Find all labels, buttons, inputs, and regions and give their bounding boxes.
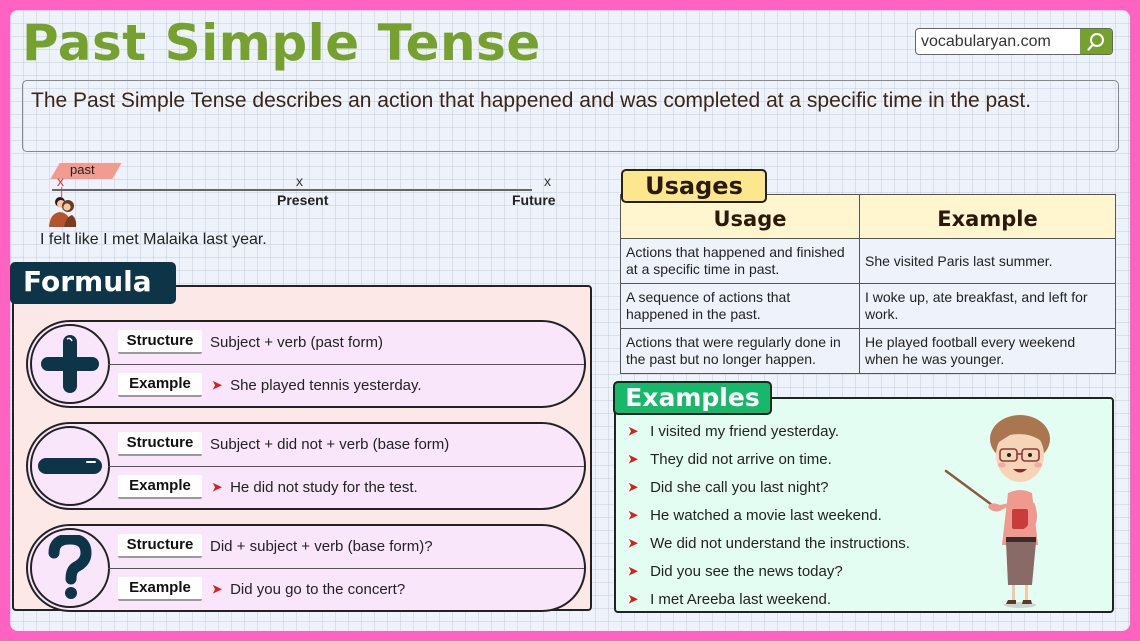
structure-row: Structure Subject + did not + verb (base… [118, 432, 449, 456]
plus-icon [41, 335, 99, 393]
present-label: Present [277, 192, 329, 208]
past-tick [61, 187, 62, 197]
structure-row: Structure Did + subject + verb (base for… [118, 534, 433, 558]
example-sentence: Did she call you last night? [650, 478, 829, 496]
example-chip: Example [118, 577, 202, 601]
list-item: ➤ I met Areeba last weekend. [628, 585, 910, 613]
structure-text: Did + subject + verb (base form)? [210, 537, 433, 555]
chevron-right-icon: ➤ [628, 452, 639, 466]
list-item: ➤ I visited my friend yesterday. [628, 417, 910, 445]
example-cell: He played football every weekend when he… [859, 328, 1116, 374]
list-item: ➤ Did she call you last night? [628, 473, 910, 501]
structure-chip: Structure [118, 534, 202, 558]
positive-badge [30, 324, 110, 404]
example-sentence: He watched a movie last weekend. [650, 506, 882, 524]
example-row: Example ➤ Did you go to the concert? [118, 577, 405, 601]
formula-question: Structure Did + subject + verb (base for… [26, 524, 586, 612]
list-item: ➤ We did not understand the instructions. [628, 529, 910, 557]
search-button[interactable] [1080, 29, 1112, 54]
divider [108, 364, 584, 365]
past-label: past [70, 162, 95, 177]
structure-chip: Structure [118, 330, 202, 354]
list-item: ➤ Did you see the news today? [628, 557, 910, 585]
timeline: past x x x Present Future I felt like I … [40, 155, 560, 255]
usages-heading: Usages [621, 169, 767, 203]
example-sentence: I met Areeba last weekend. [650, 590, 831, 608]
example-chip: Example [118, 475, 202, 499]
usage-cell: A sequence of actions that happened in t… [620, 283, 860, 329]
formula-heading: Formula [10, 262, 176, 304]
negative-badge [30, 426, 110, 506]
teacher-illustration-icon [944, 415, 1050, 608]
structure-row: Structure Subject + verb (past form) [118, 330, 383, 354]
search-icon [1087, 32, 1104, 51]
chevron-right-icon: ➤ [628, 536, 639, 550]
example-sentence: They did not arrive on time. [650, 450, 832, 468]
example-row: Example ➤ She played tennis yesterday. [118, 373, 422, 397]
example-cell: I woke up, ate breakfast, and left for w… [859, 283, 1116, 329]
list-item: ➤ They did not arrive on time. [628, 445, 910, 473]
table-row: Actions that happened and finished at a … [620, 238, 1116, 284]
timeline-sentence: I felt like I met Malaika last year. [40, 231, 267, 248]
present-marker: x [296, 173, 303, 189]
example-sentence: Did you see the news today? [650, 562, 843, 580]
table-row: A sequence of actions that happened in t… [620, 283, 1116, 329]
formula-section: Structure Subject + verb (past form) Exa… [12, 285, 592, 612]
question-badge [30, 528, 110, 608]
chevron-right-icon: ➤ [212, 480, 223, 494]
chevron-right-icon: ➤ [628, 564, 639, 578]
timeline-axis [52, 189, 532, 191]
definition-box: The Past Simple Tense describes an actio… [22, 80, 1119, 152]
example-sentence: I visited my friend yesterday. [650, 422, 840, 440]
example-text: Did you go to the concert? [230, 580, 406, 598]
page-title: Past Simple Tense [22, 14, 541, 72]
structure-chip: Structure [118, 432, 202, 456]
chevron-right-icon: ➤ [628, 424, 639, 438]
example-cell: She visited Paris last summer. [859, 238, 1116, 284]
column-header-usage: Usage [620, 194, 860, 239]
chevron-right-icon: ➤ [628, 592, 639, 606]
site-search-box[interactable]: vocabularyan.com [915, 28, 1113, 55]
chevron-right-icon: ➤ [628, 480, 639, 494]
future-marker: x [544, 173, 551, 189]
structure-text: Subject + did not + verb (base form) [210, 435, 450, 453]
usage-cell: Actions that happened and finished at a … [620, 238, 860, 284]
chevron-right-icon: ➤ [628, 508, 639, 522]
column-header-example: Example [859, 194, 1116, 239]
usage-cell: Actions that were regularly done in the … [620, 328, 860, 374]
list-item: ➤ He watched a movie last weekend. [628, 501, 910, 529]
divider [108, 568, 584, 569]
example-text: He did not study for the test. [230, 478, 418, 496]
future-label: Future [512, 192, 556, 208]
site-url: vocabularyan.com [921, 32, 1051, 50]
example-text: She played tennis yesterday. [230, 376, 422, 394]
examples-list: ➤ I visited my friend yesterday. ➤ They di… [628, 417, 910, 613]
table-row: Actions that were regularly done in the … [620, 328, 1116, 374]
example-sentence: We did not understand the instructions. [650, 534, 910, 552]
chevron-right-icon: ➤ [212, 378, 223, 392]
question-icon [48, 535, 92, 599]
usages-table: Usage Example Actions that happened and … [620, 194, 1116, 374]
past-marker: x [57, 173, 64, 189]
couple-illustration-icon [49, 197, 77, 227]
divider [108, 466, 584, 467]
example-row: Example ➤ He did not study for the test. [118, 475, 418, 499]
chevron-right-icon: ➤ [212, 582, 223, 596]
formula-negative: Structure Subject + did not + verb (base… [26, 422, 586, 510]
structure-text: Subject + verb (past form) [210, 333, 383, 351]
minus-icon [38, 458, 102, 474]
example-chip: Example [118, 373, 202, 397]
examples-heading: Examples [613, 381, 772, 415]
formula-positive: Structure Subject + verb (past form) Exa… [26, 320, 586, 408]
